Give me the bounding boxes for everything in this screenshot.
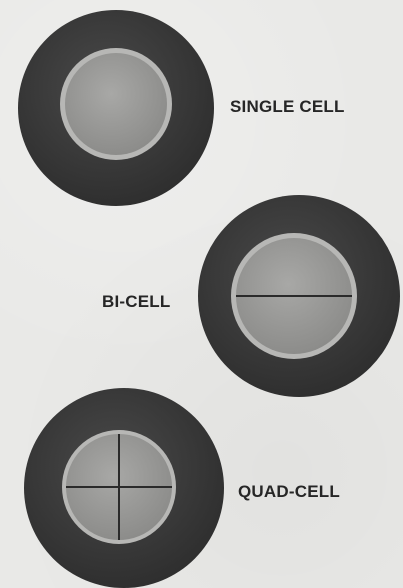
quad-cell-detector bbox=[20, 388, 230, 588]
single-cell-active-area bbox=[65, 53, 167, 155]
single-cell-detector bbox=[15, 10, 227, 218]
bi-cell-label: BI-CELL bbox=[102, 292, 170, 312]
single-cell-label: SINGLE CELL bbox=[230, 97, 345, 117]
quad-cell-label: QUAD-CELL bbox=[238, 482, 340, 502]
bi-cell-detector bbox=[196, 194, 403, 398]
